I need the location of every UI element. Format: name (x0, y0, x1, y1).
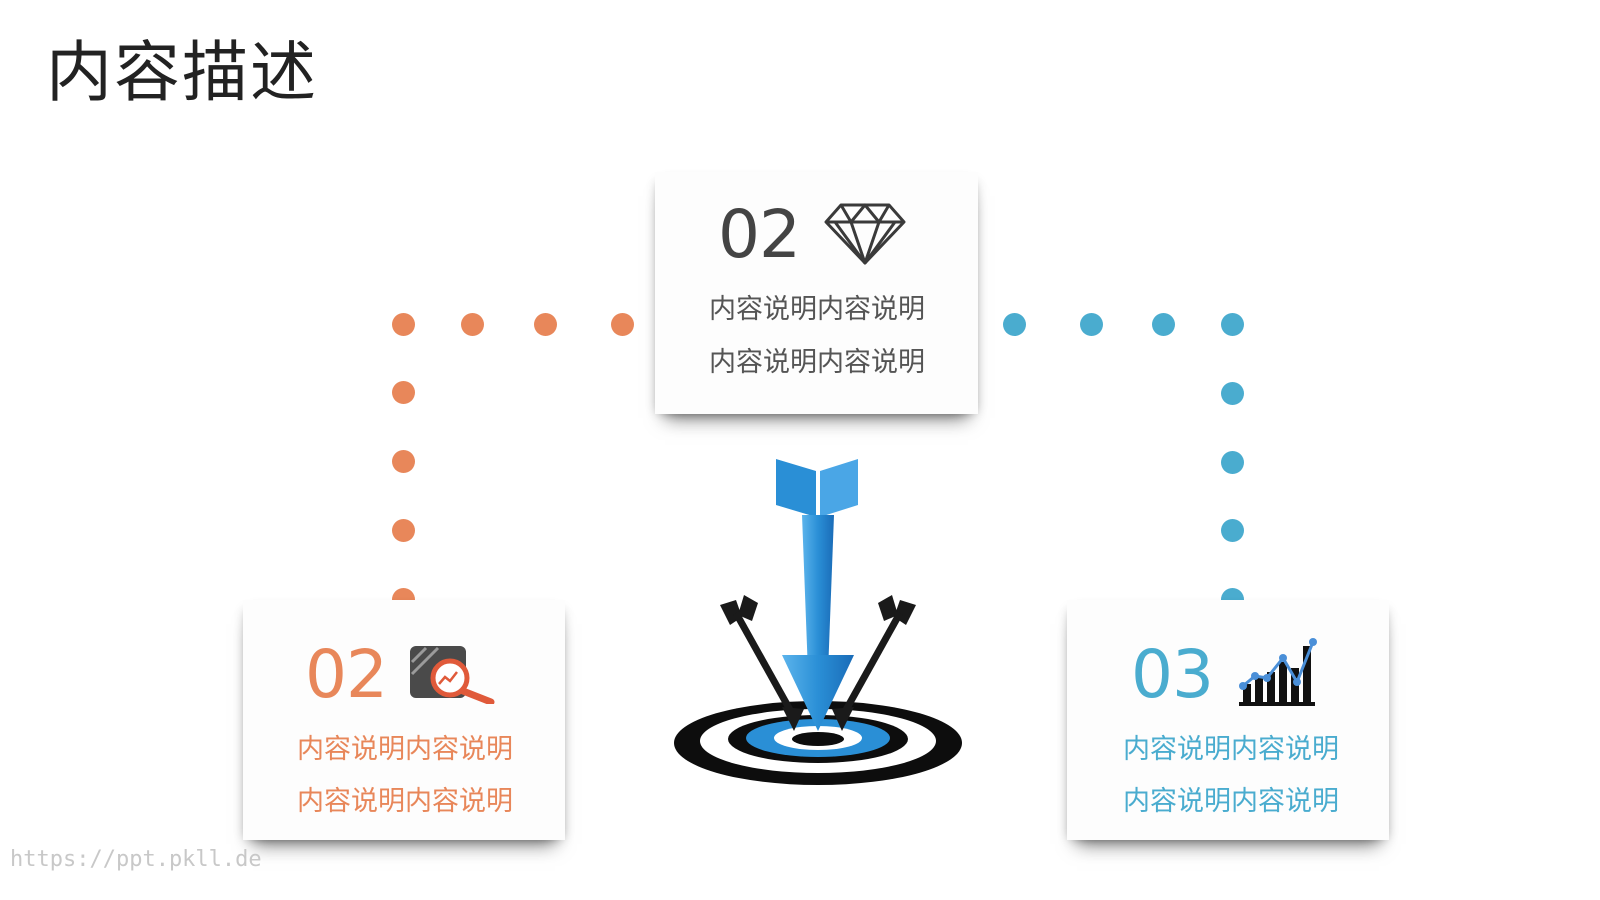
right-card: 03 内容说明内容说明 内容说明内容说明 (1067, 600, 1389, 840)
connector-dot (1080, 313, 1103, 336)
connector-dot (392, 313, 415, 336)
card-text-line: 内容说明内容说明 (709, 294, 925, 325)
connector-dot (392, 450, 415, 473)
connector-dot (1152, 313, 1175, 336)
card-number: 02 (718, 196, 801, 273)
connector-dot (534, 313, 557, 336)
page-title: 内容描述 (46, 34, 318, 111)
card-text-line: 内容说明内容说明 (1123, 734, 1339, 765)
card-number: 02 (305, 636, 388, 713)
connector-dot (1221, 313, 1244, 336)
connector-dot (1003, 313, 1026, 336)
connector-dot (611, 313, 634, 336)
connector-dot (1221, 519, 1244, 542)
card-text-line: 内容说明内容说明 (1123, 786, 1339, 817)
connector-dot (461, 313, 484, 336)
connector-dot (1221, 451, 1244, 474)
connector-dot (392, 381, 415, 404)
card-text-line: 内容说明内容说明 (297, 734, 513, 765)
card-text-line: 内容说明内容说明 (709, 347, 925, 378)
card-number: 03 (1131, 636, 1214, 713)
diamond-icon (824, 203, 906, 265)
connector-dot (392, 519, 415, 542)
top-card: 02 内容说明内容说明 内容说明内容说明 (655, 172, 978, 414)
target-arrows-icon (674, 459, 962, 785)
growth-chart-icon (1239, 638, 1317, 706)
connector-dot (1221, 382, 1244, 405)
search-analytics-icon (410, 646, 495, 704)
watermark: https://ppt.pkll.de (10, 847, 262, 872)
card-text-line: 内容说明内容说明 (297, 786, 513, 817)
left-card: 02 内容说明内容说明 内容说明内容说明 (243, 600, 565, 840)
